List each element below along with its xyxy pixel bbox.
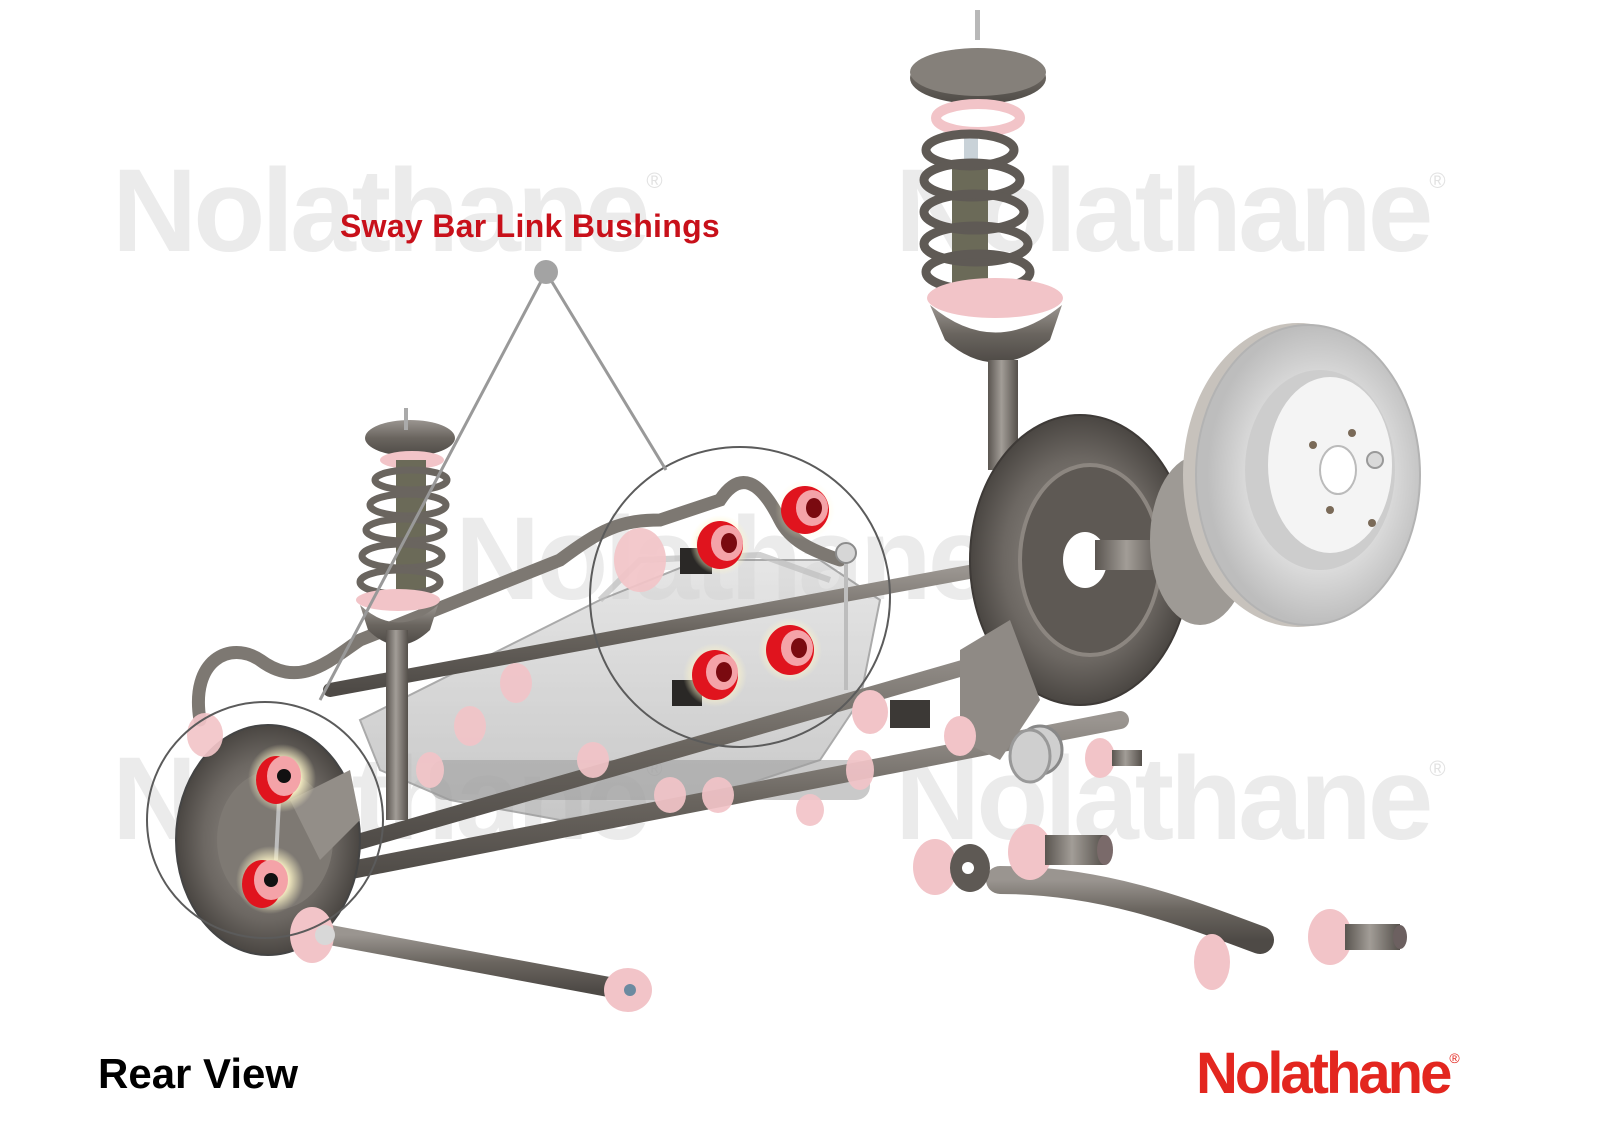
center-link-bushing-group <box>672 480 835 707</box>
highlight-bushing <box>775 480 835 540</box>
watermark-text: Nolathane <box>112 145 650 277</box>
rear-strut-right <box>910 10 1063 470</box>
registered-mark: ® <box>1429 756 1446 781</box>
registered-mark: ® <box>646 168 663 193</box>
left-link-bushing-group <box>236 744 316 914</box>
highlight-bushing <box>758 618 822 682</box>
watermark-top-left: Nolathane® <box>112 152 663 270</box>
brand-name: Nolathane <box>1196 1041 1452 1106</box>
rear-strut-left <box>356 408 455 820</box>
watermark-text: Nolathane <box>895 733 1433 865</box>
upper-link-bushings <box>852 690 1142 784</box>
standard-bushings <box>187 528 874 826</box>
trailing-arm-left <box>290 907 652 1012</box>
highlight-bushing <box>236 846 304 914</box>
highlight-bushing <box>680 515 750 575</box>
watermark-bottom-right: Nolathane® <box>895 740 1446 858</box>
callout-leader <box>318 260 668 701</box>
lower-control-arm <box>913 824 1407 990</box>
brand-logo: Nolathane® <box>1196 1045 1460 1103</box>
registered-mark: ® <box>1449 1050 1460 1066</box>
brake-backing-plate <box>969 414 1191 706</box>
sway-bar-link-right <box>835 542 857 690</box>
view-label: Rear View <box>98 1050 299 1097</box>
brake-rotor <box>1150 323 1421 627</box>
callout-circle-left <box>146 701 384 939</box>
highlight-bushing <box>672 643 747 707</box>
registered-mark: ® <box>1429 168 1446 193</box>
callout-label-sway-bar-link-bushings: Sway Bar Link Bushings <box>340 208 721 244</box>
highlight-bushing <box>248 744 316 812</box>
callout-circle-center <box>589 446 891 748</box>
